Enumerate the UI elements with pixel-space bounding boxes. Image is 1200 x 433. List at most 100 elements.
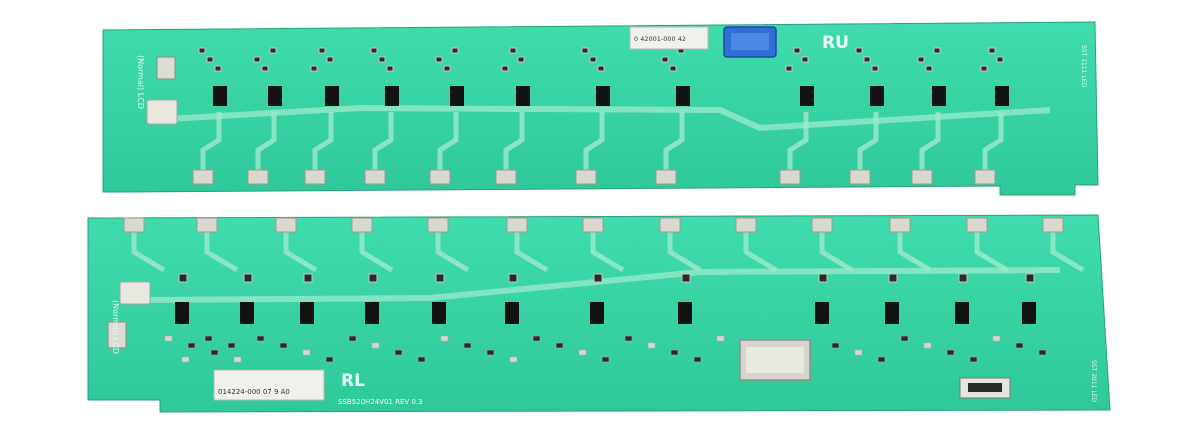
bottom-top-pad: [966, 217, 988, 233]
top-smd-part: [793, 47, 801, 54]
bottom-smd-part: [204, 335, 213, 342]
bottom-top-pad: [735, 217, 757, 233]
bottom-smd-part: [693, 356, 702, 363]
bottom-smd-part: [440, 335, 449, 342]
bottom-board-label: RL: [341, 371, 365, 391]
bottom-sticker: [213, 369, 325, 401]
bottom-smd-part: [992, 335, 1001, 342]
bottom-top-pad: [889, 217, 911, 233]
bottom-smd-part: [555, 342, 564, 349]
bottom-smd-part: [509, 356, 518, 363]
top-smd-part: [206, 56, 214, 63]
top-copper-traces: [149, 104, 1051, 178]
bottom-top-pad: [123, 217, 145, 233]
bottom-smd-part: [593, 273, 603, 283]
top-transistor-chip: [213, 86, 227, 106]
top-bottom-pad: [304, 169, 326, 185]
bottom-smd-part: [578, 349, 587, 356]
bottom-smd-part: [888, 273, 898, 283]
top-transistor-chip: [450, 86, 464, 106]
top-left-connector: [156, 56, 176, 80]
bottom-smd-part: [279, 342, 288, 349]
top-bottom-pad: [655, 169, 677, 185]
top-sticker: [629, 26, 709, 50]
top-smd-part: [988, 47, 996, 54]
top-smd-part: [917, 56, 925, 63]
bottom-smd-part: [831, 342, 840, 349]
bottom-transistor-chip: [815, 302, 829, 324]
top-smd-part: [501, 65, 509, 72]
top-smd-part: [589, 56, 597, 63]
top-bottom-pad: [779, 169, 801, 185]
top-transistor-chip: [385, 86, 399, 106]
top-transistor-chip: [268, 86, 282, 106]
bottom-top-pad: [275, 217, 297, 233]
top-transistor-chip: [870, 86, 884, 106]
bottom-smd-part: [900, 335, 909, 342]
top-smd-part: [581, 47, 589, 54]
bottom-smd-part: [181, 356, 190, 363]
bottom-transistor-chip: [885, 302, 899, 324]
top-bottom-pad: [575, 169, 597, 185]
right-connector-slot: [968, 383, 1002, 392]
bottom-transistor-chip: [678, 302, 692, 324]
top-bottom-pad: [495, 169, 517, 185]
top-smd-part: [785, 65, 793, 72]
bottom-pcb-board: 014224-000 07 9 A0 RL SSB520H24V01 REV 0…: [87, 214, 1111, 413]
bottom-smd-part: [187, 342, 196, 349]
bottom-smd-part: [243, 273, 253, 283]
top-smd-part: [443, 65, 451, 72]
bottom-smd-part: [716, 335, 725, 342]
top-bottom-pad: [192, 169, 214, 185]
bottom-transistor-chip: [1022, 302, 1036, 324]
top-smd-part: [261, 65, 269, 72]
bottom-top-pad: [427, 217, 449, 233]
top-smd-part: [801, 56, 809, 63]
top-smd-part: [370, 47, 378, 54]
top-smd-part: [509, 47, 517, 54]
top-smd-part: [253, 56, 261, 63]
bottom-smd-part: [178, 273, 188, 283]
bottom-top-pad: [351, 217, 373, 233]
top-smd-part: [996, 56, 1004, 63]
bottom-transistor-chip: [365, 302, 379, 324]
bottom-copper-traces: [131, 232, 1085, 303]
bottom-smd-part: [877, 356, 886, 363]
bottom-smd-part: [946, 349, 955, 356]
bottom-smd-part: [463, 342, 472, 349]
bottom-smd-part: [348, 335, 357, 342]
bottom-smd-part: [601, 356, 610, 363]
bottom-transistor-chip: [300, 302, 314, 324]
bottom-top-pad: [811, 217, 833, 233]
top-pcb-board: 0 42001-000 42 RU (Normal) LCD SST 1111 …: [102, 21, 1099, 196]
top-smd-part: [980, 65, 988, 72]
top-smd-part: [318, 47, 326, 54]
top-smd-part: [451, 47, 459, 54]
bottom-smd-part: [164, 335, 173, 342]
bottom-side-text: (Normal) LCD: [111, 300, 120, 354]
bottom-top-pad: [196, 217, 218, 233]
bottom-top-pad: [1042, 217, 1064, 233]
bottom-smd-part: [302, 349, 311, 356]
bottom-smd-part: [303, 273, 313, 283]
bottom-transistor-chip: [955, 302, 969, 324]
bottom-smd-part: [624, 335, 633, 342]
bottom-smd-part: [325, 356, 334, 363]
bottom-top-pad: [506, 217, 528, 233]
top-sticker-text: 0 42001-000 42: [634, 35, 686, 43]
top-smd-part: [871, 65, 879, 72]
bottom-smd-part: [854, 349, 863, 356]
bottom-transistor-chip: [590, 302, 604, 324]
bottom-transistor-chip: [432, 302, 446, 324]
top-bottom-pad: [247, 169, 269, 185]
bottom-smd-part: [1025, 273, 1035, 283]
top-components: [192, 47, 1009, 185]
bottom-smd-part: [508, 273, 518, 283]
bottom-smd-part: [394, 349, 403, 356]
top-bottom-pad: [849, 169, 871, 185]
top-bottom-pad: [911, 169, 933, 185]
top-smd-part: [378, 56, 386, 63]
top-transistor-chip: [995, 86, 1009, 106]
top-smd-part: [597, 65, 605, 72]
